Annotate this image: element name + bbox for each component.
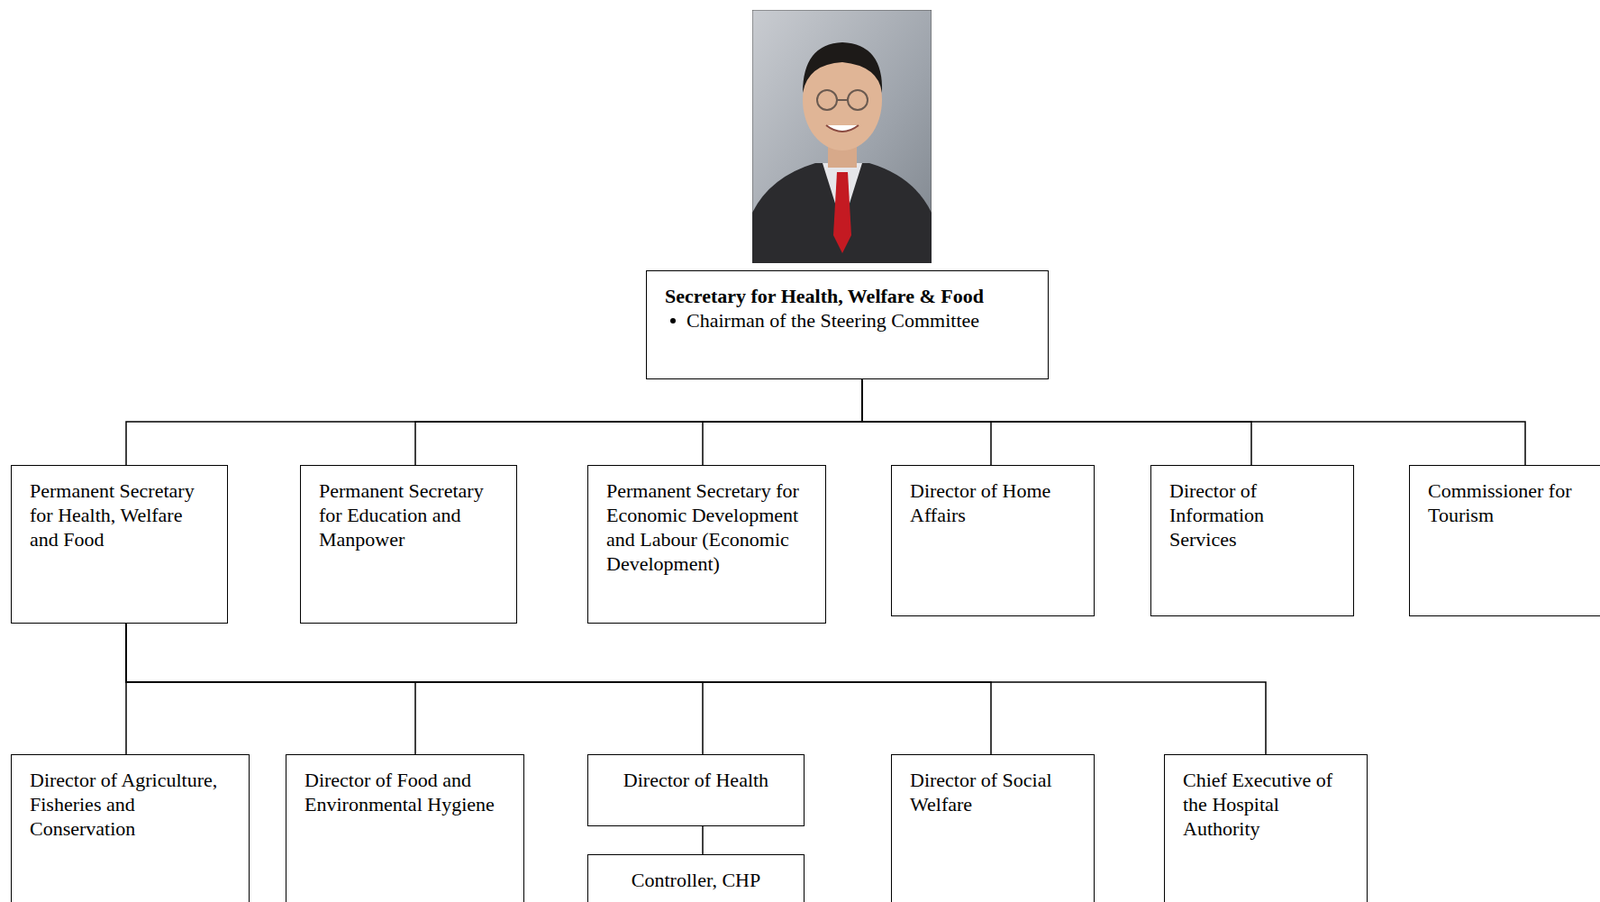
box-label: Permanent Secretary for Education and Ma… bbox=[318, 478, 499, 552]
portrait-photo bbox=[752, 9, 932, 264]
org-box: Permanent Secretary for Economic Develop… bbox=[587, 464, 827, 624]
org-box: Director of Information Services bbox=[1150, 464, 1355, 617]
org-connector bbox=[126, 623, 703, 755]
org-box: Permanent Secretary for Education and Ma… bbox=[300, 464, 518, 624]
org-box: Permanent Secretary for Health, Welfare … bbox=[10, 464, 228, 624]
org-connector bbox=[701, 826, 704, 855]
org-box: Director of Social Welfare bbox=[890, 754, 1095, 902]
org-connector bbox=[126, 623, 991, 755]
box-label: Permanent Secretary for Economic Develop… bbox=[606, 478, 808, 576]
org-box: Commissioner for Tourism bbox=[1409, 464, 1600, 617]
org-connector bbox=[702, 379, 863, 465]
org-box: Director of Agriculture, Fisheries and C… bbox=[10, 754, 250, 902]
box-label: Director of Information Services bbox=[1169, 478, 1336, 552]
org-connector bbox=[415, 379, 863, 465]
box-label: Chief Executive of the Hospital Authorit… bbox=[1182, 767, 1349, 841]
org-box: Chief Executive of the Hospital Authorit… bbox=[1163, 754, 1368, 902]
box-label: Commissioner for Tourism bbox=[1427, 478, 1591, 528]
box-label: Controller, CHP bbox=[606, 867, 786, 892]
box-heading: Secretary for Health, Welfare & Food bbox=[664, 283, 1030, 309]
org-box: Director of Health bbox=[587, 754, 805, 827]
box-label: Director of Social Welfare bbox=[909, 767, 1076, 817]
org-box: Controller, CHP bbox=[587, 854, 805, 902]
box-label: Director of Agriculture, Fisheries and C… bbox=[29, 767, 231, 841]
box-label: Director of Food and Environmental Hygie… bbox=[304, 767, 506, 817]
box-label: Chairman of the Steering Committee bbox=[664, 308, 1030, 333]
box-label: Permanent Secretary for Health, Welfare … bbox=[29, 478, 210, 552]
org-box: Secretary for Health, Welfare & FoodChai… bbox=[645, 270, 1049, 380]
box-label: Director of Home Affairs bbox=[909, 478, 1076, 528]
box-label: Director of Health bbox=[606, 767, 786, 792]
org-connector bbox=[126, 623, 1266, 755]
org-box: Director of Food and Environmental Hygie… bbox=[285, 754, 525, 902]
org-connector bbox=[126, 623, 416, 755]
org-connector bbox=[862, 379, 1526, 465]
org-connector bbox=[126, 379, 863, 465]
bullet-dot bbox=[670, 318, 676, 324]
org-box: Director of Home Affairs bbox=[890, 464, 1095, 617]
